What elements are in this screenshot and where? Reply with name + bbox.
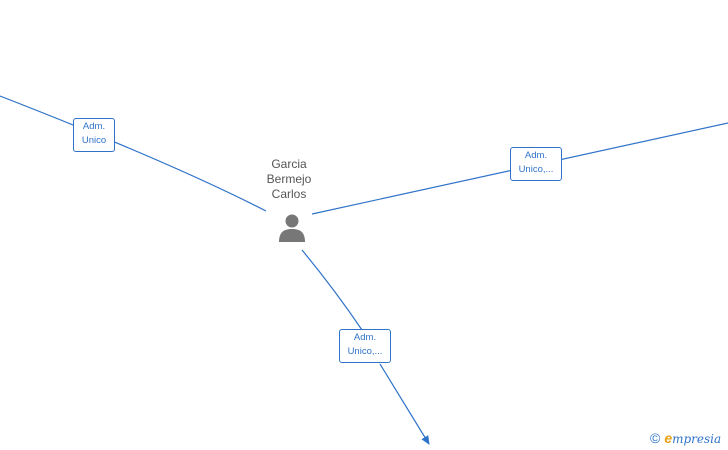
edge-down [301,249,429,444]
copyright-icon: © [650,430,661,446]
brand-name: mpresia [672,432,722,446]
edge-left [0,95,267,212]
relation-label-line-1: Adm. [353,332,377,343]
brand-watermark: ©empresia [650,430,721,446]
relation-label-line-2: Unico [81,135,107,146]
relation-label-line-2: Unico,... [518,164,554,175]
person-name-line-3: Carlos [271,187,307,201]
person-name-line-1: Garcia [271,157,307,171]
relation-label-line-1: Adm. [524,150,548,161]
relation-label-left[interactable]: Adm. Unico [73,118,115,152]
relation-label-right[interactable]: Adm. Unico,... [510,147,562,181]
relation-label-line-2: Unico,... [347,346,383,357]
relation-label-bottom[interactable]: Adm. Unico,... [339,329,391,363]
relation-label-line-1: Adm. [82,121,106,132]
brand-logo-letter: e [664,430,673,446]
person-name-line-2: Bermejo [266,172,312,186]
person-icon[interactable] [277,213,307,243]
person-node-label[interactable]: Garcia Bermejo Carlos [249,157,329,202]
